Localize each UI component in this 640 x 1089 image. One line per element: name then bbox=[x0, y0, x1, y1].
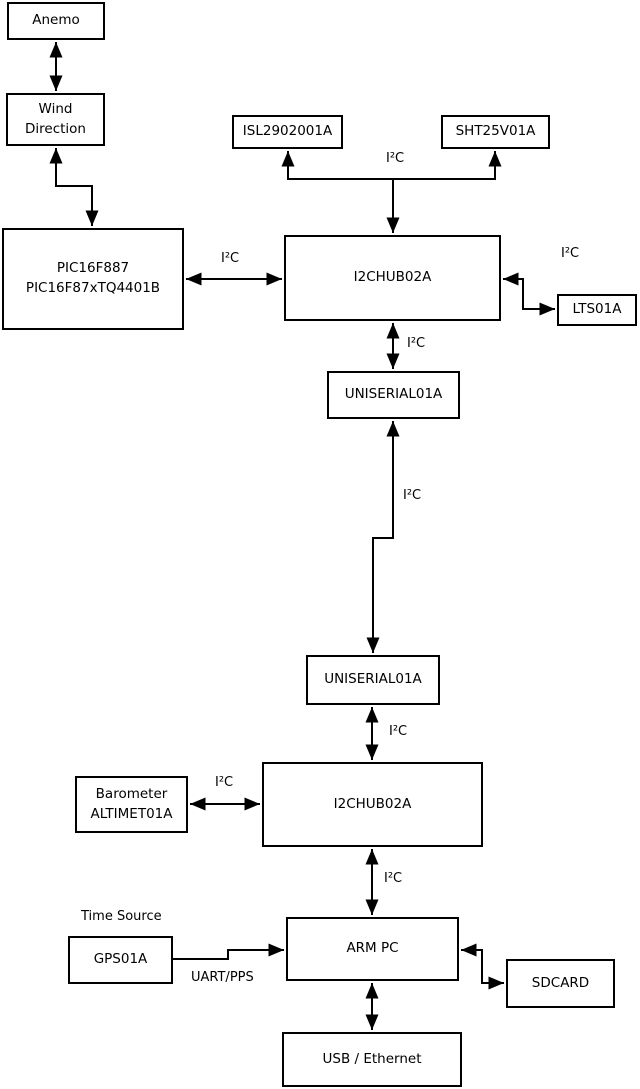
edge-label-i2c-uniserial-link: I²C bbox=[403, 488, 422, 503]
node-i2chub02a-top: I2CHUB02A bbox=[284, 235, 501, 321]
node-uniserial01a-top: UNISERIAL01A bbox=[327, 371, 460, 419]
node-i2chub02a-bottom: I2CHUB02A bbox=[262, 762, 483, 847]
edge-i2chub-lts bbox=[503, 272, 555, 316]
edge-wind-pic bbox=[49, 148, 99, 226]
node-arm-pc: ARM PC bbox=[286, 917, 459, 981]
node-uniserial01a-bottom: UNISERIAL01A bbox=[306, 655, 440, 705]
node-usb-ethernet: USB / Ethernet bbox=[282, 1032, 462, 1087]
edge-armpc-sdcard bbox=[461, 943, 504, 990]
node-sht25v01a: SHT25V01A bbox=[441, 115, 550, 149]
edge-label-i2c-isl-sht: I²C bbox=[386, 151, 405, 166]
edge-label-i2c-baro-hub2: I²C bbox=[215, 775, 234, 790]
label-time-source: Time Source bbox=[81, 909, 162, 924]
node-gps01a: GPS01A bbox=[68, 936, 173, 984]
edge-label-i2c-hub-lts: I²C bbox=[561, 246, 580, 261]
edge-label-uart-pps: UART/PPS bbox=[191, 970, 254, 985]
node-isl2902001a: ISL2902001A bbox=[232, 115, 343, 149]
edge-gps-armpc bbox=[173, 943, 284, 960]
edge-uniserial-uniserial bbox=[366, 421, 400, 653]
node-wind-direction: Wind Direction bbox=[6, 93, 105, 146]
edge-label-i2c-hub-uniserial: I²C bbox=[407, 336, 426, 351]
node-anemo: Anemo bbox=[7, 2, 105, 40]
node-pic16f887: PIC16F887 PIC16F87xTQ4401B bbox=[2, 228, 184, 330]
node-lts01a: LTS01A bbox=[557, 294, 637, 326]
edge-label-i2c-pic-hub: I²C bbox=[221, 251, 240, 266]
node-sdcard: SDCARD bbox=[506, 959, 615, 1008]
edge-label-i2c-uniserial-hub2: I²C bbox=[389, 724, 408, 739]
node-barometer-altimet01a: Barometer ALTIMET01A bbox=[75, 776, 188, 833]
edge-label-i2c-hub2-arm: I²C bbox=[384, 871, 403, 886]
edge-isl-sht-branch bbox=[281, 151, 502, 180]
